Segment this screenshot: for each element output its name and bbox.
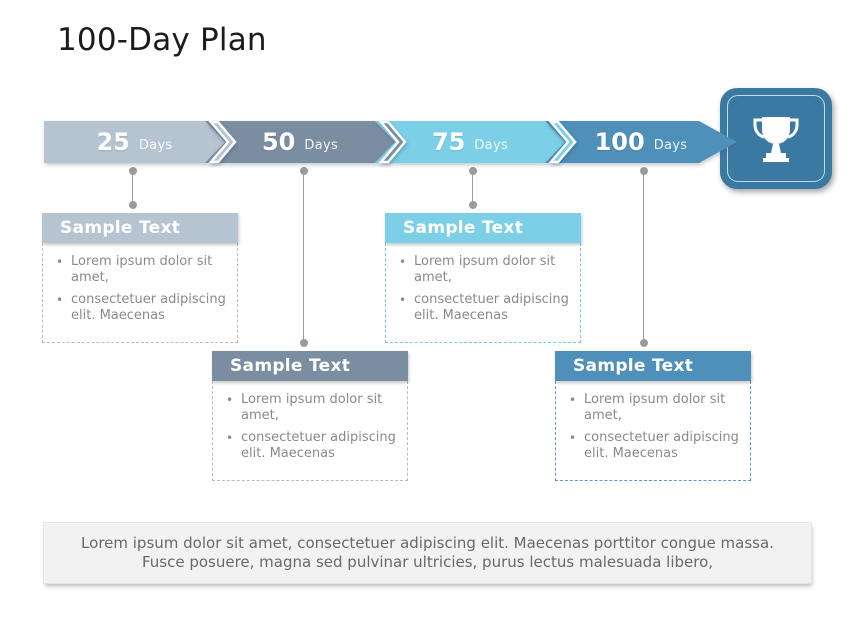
tile-inner-border <box>727 95 825 182</box>
card-header[interactable]: Sample Text <box>555 351 751 381</box>
milestone-arrow-100-wrap: 100 Days <box>545 121 737 163</box>
bullet-item: Lorem ipsum dolor sit amet, <box>560 392 742 424</box>
milestone-value: 100 <box>594 128 645 156</box>
bullet-list: Lorem ipsum dolor sit amet, consectetuer… <box>390 254 572 324</box>
card-body[interactable]: Lorem ipsum dolor sit amet, consectetuer… <box>212 381 408 481</box>
sample-text-card-1: Sample Text Lorem ipsum dolor sit amet, … <box>42 213 238 343</box>
bullet-list: Lorem ipsum dolor sit amet, consectetuer… <box>217 392 399 462</box>
milestone-unit: Days <box>474 138 509 153</box>
bullet-item: consectetuer adipiscing elit. Maecenas <box>47 292 229 324</box>
connector-line <box>468 167 477 209</box>
milestone-arrow-25[interactable]: 25 Days <box>44 121 225 163</box>
connector-dot <box>639 167 648 175</box>
milestone-arrow-75-wrap: 75 Days <box>375 121 565 163</box>
milestone-arrow-75[interactable]: 75 Days <box>375 121 565 163</box>
sample-text-card-2: Sample Text Lorem ipsum dolor sit amet, … <box>212 351 408 481</box>
milestone-arrow-25-wrap: 25 Days <box>44 121 225 163</box>
footer-note[interactable]: Lorem ipsum dolor sit amet, consectetuer… <box>43 522 812 584</box>
trophy-icon <box>753 116 799 162</box>
milestone-unit: Days <box>653 138 688 153</box>
milestone-value: 50 <box>261 128 296 156</box>
milestone-arrow-100[interactable]: 100 Days <box>545 121 737 163</box>
footer-text: Lorem ipsum dolor sit amet, consectetuer… <box>81 533 774 571</box>
sample-text-card-4: Sample Text Lorem ipsum dolor sit amet, … <box>555 351 751 481</box>
connector-line <box>128 167 137 209</box>
connector-dot <box>468 167 477 175</box>
bullet-item: consectetuer adipiscing elit. Maecenas <box>560 430 742 462</box>
card-header[interactable]: Sample Text <box>385 213 581 243</box>
bullet-list: Lorem ipsum dolor sit amet, consectetuer… <box>560 392 742 462</box>
milestone-unit: Days <box>138 138 173 153</box>
connector-dot <box>468 201 477 209</box>
connector-dot <box>299 167 308 175</box>
card-body[interactable]: Lorem ipsum dolor sit amet, consectetuer… <box>385 243 581 343</box>
card-header[interactable]: Sample Text <box>42 213 238 243</box>
bullet-item: consectetuer adipiscing elit. Maecenas <box>217 430 399 462</box>
bullet-item: Lorem ipsum dolor sit amet, <box>217 392 399 424</box>
connector-dot <box>128 201 137 209</box>
card-header[interactable]: Sample Text <box>212 351 408 381</box>
bullet-item: consectetuer adipiscing elit. Maecenas <box>390 292 572 324</box>
milestone-value: 75 <box>431 128 466 156</box>
connector-dot <box>128 167 137 175</box>
connector-line <box>299 167 308 347</box>
connector-line <box>639 167 648 347</box>
connector-dot <box>299 339 308 347</box>
milestone-arrow-50[interactable]: 50 Days <box>205 121 395 163</box>
milestone-value: 25 <box>96 128 130 156</box>
milestone-arrow-50-wrap: 50 Days <box>205 121 395 163</box>
card-body[interactable]: Lorem ipsum dolor sit amet, consectetuer… <box>42 243 238 343</box>
bullet-item: Lorem ipsum dolor sit amet, <box>390 254 572 286</box>
connector-dot <box>639 339 648 347</box>
bullet-item: Lorem ipsum dolor sit amet, <box>47 254 229 286</box>
sample-text-card-3: Sample Text Lorem ipsum dolor sit amet, … <box>385 213 581 343</box>
card-body[interactable]: Lorem ipsum dolor sit amet, consectetuer… <box>555 381 751 481</box>
milestone-unit: Days <box>304 138 339 153</box>
page-title[interactable]: 100-Day Plan <box>57 22 267 58</box>
bullet-list: Lorem ipsum dolor sit amet, consectetuer… <box>47 254 229 324</box>
